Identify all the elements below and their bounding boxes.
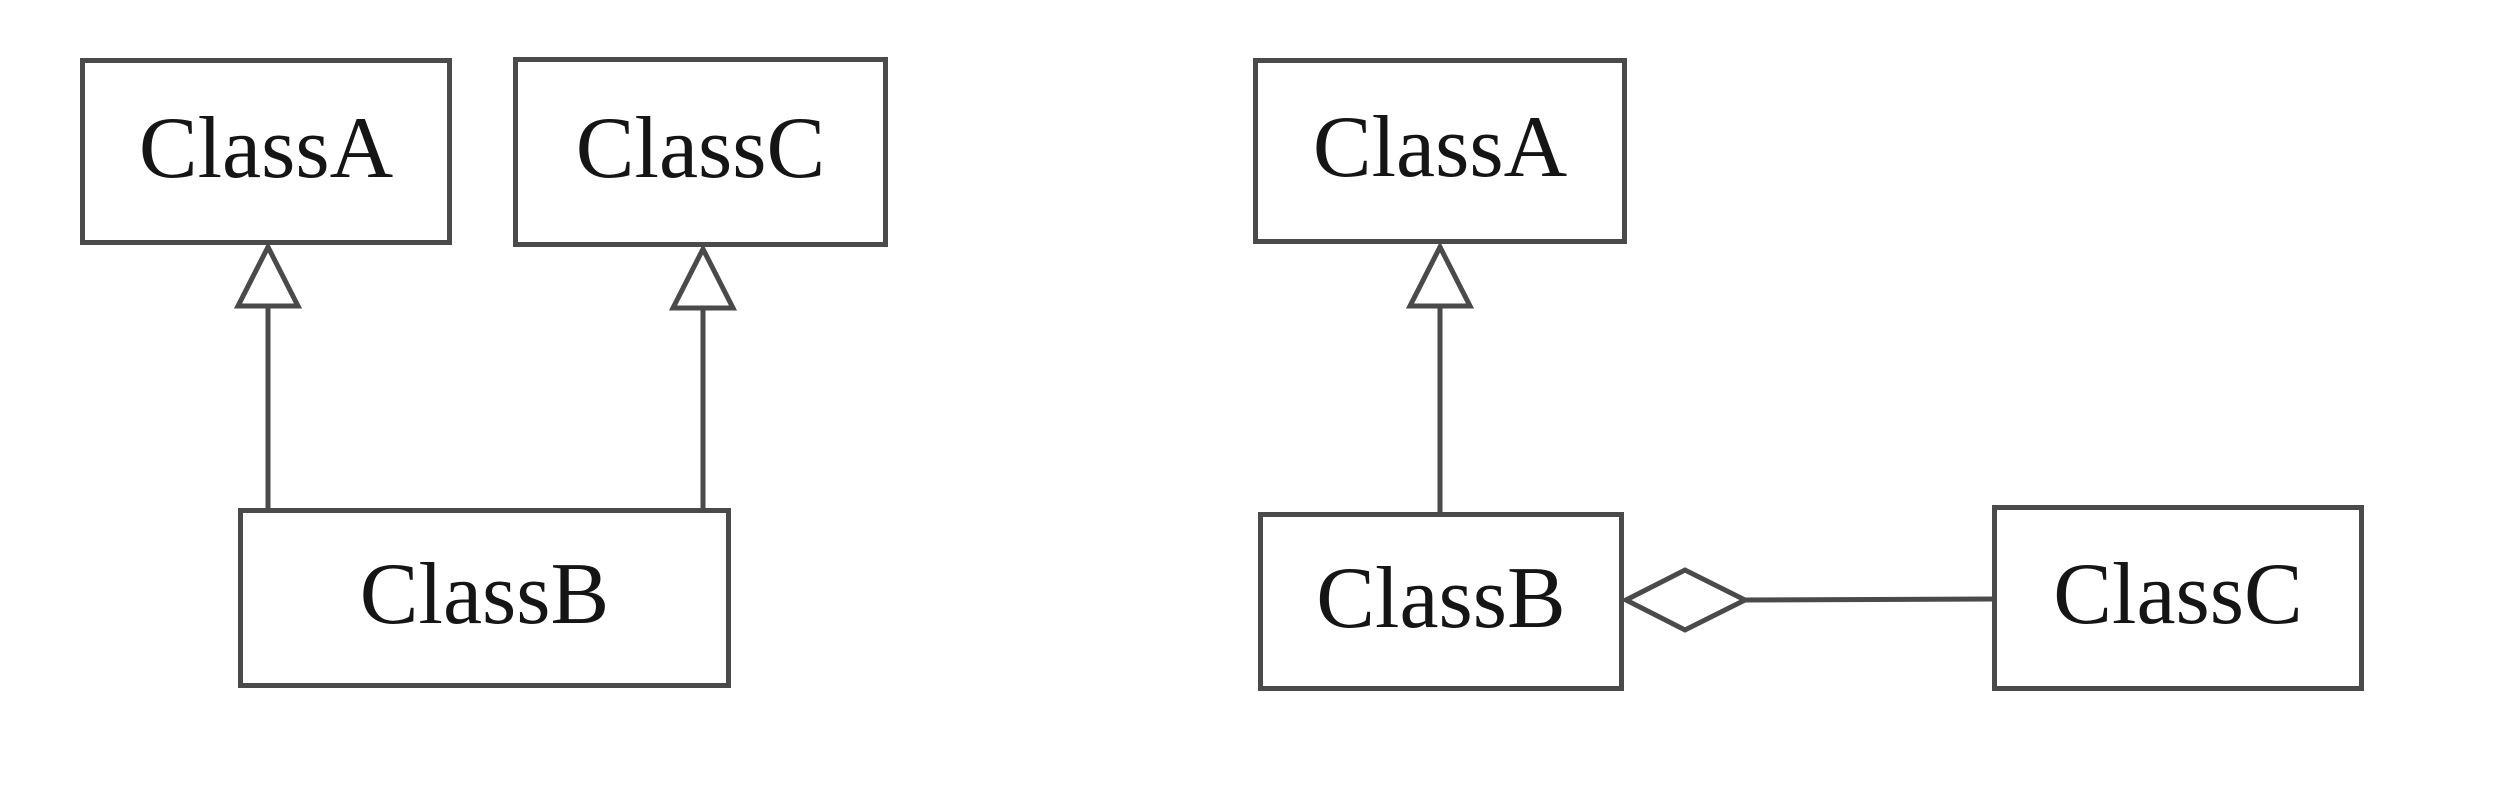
right-diagram-classc-box: ClassC (1992, 505, 2364, 691)
left-diagram-classa-box: ClassA (80, 58, 452, 245)
right-classa-label: ClassA (1312, 99, 1568, 196)
left-classc-label: ClassC (575, 100, 826, 197)
right-classb-label: ClassB (1316, 549, 1566, 647)
right-diagram-classa-box: ClassA (1253, 58, 1627, 244)
aggregation-diamond-icon (1620, 567, 1751, 633)
generalization-triangle-icon-right-a (1405, 241, 1475, 309)
left-diagram-classb-box: ClassB (238, 508, 731, 688)
right-classc-label: ClassC (2053, 546, 2303, 643)
left-classa-label: ClassA (138, 99, 394, 197)
generalization-triangle-icon-left-c (668, 243, 738, 311)
right-diagram-classb-box: ClassB (1258, 512, 1624, 691)
connector-line-right-b-to-c (1744, 596, 1993, 603)
left-diagram-classc-box: ClassC (513, 57, 888, 247)
generalization-triangle-icon-left-a (233, 241, 303, 309)
left-classb-label: ClassB (359, 546, 610, 643)
